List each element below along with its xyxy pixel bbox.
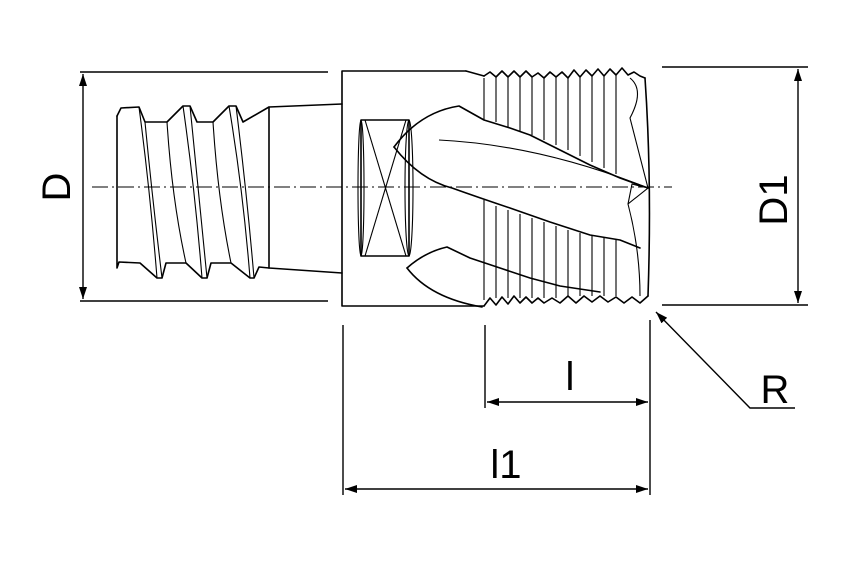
dimension-D1: D1	[662, 66, 808, 306]
dimension-R: R	[655, 311, 795, 412]
label-l: l	[566, 355, 575, 399]
cutter-grooves	[483, 75, 617, 300]
label-R: R	[761, 368, 790, 412]
body	[341, 70, 485, 307]
dimension-D: D	[35, 71, 328, 302]
label-D1: D1	[752, 174, 796, 225]
cutting-head	[393, 67, 651, 308]
dimension-l: l	[484, 325, 648, 408]
label-D: D	[35, 173, 79, 202]
label-l1: l1	[490, 443, 521, 487]
threaded-shank	[116, 103, 343, 279]
dimension-l1: l1	[342, 320, 651, 495]
wrench-flat	[360, 119, 410, 257]
